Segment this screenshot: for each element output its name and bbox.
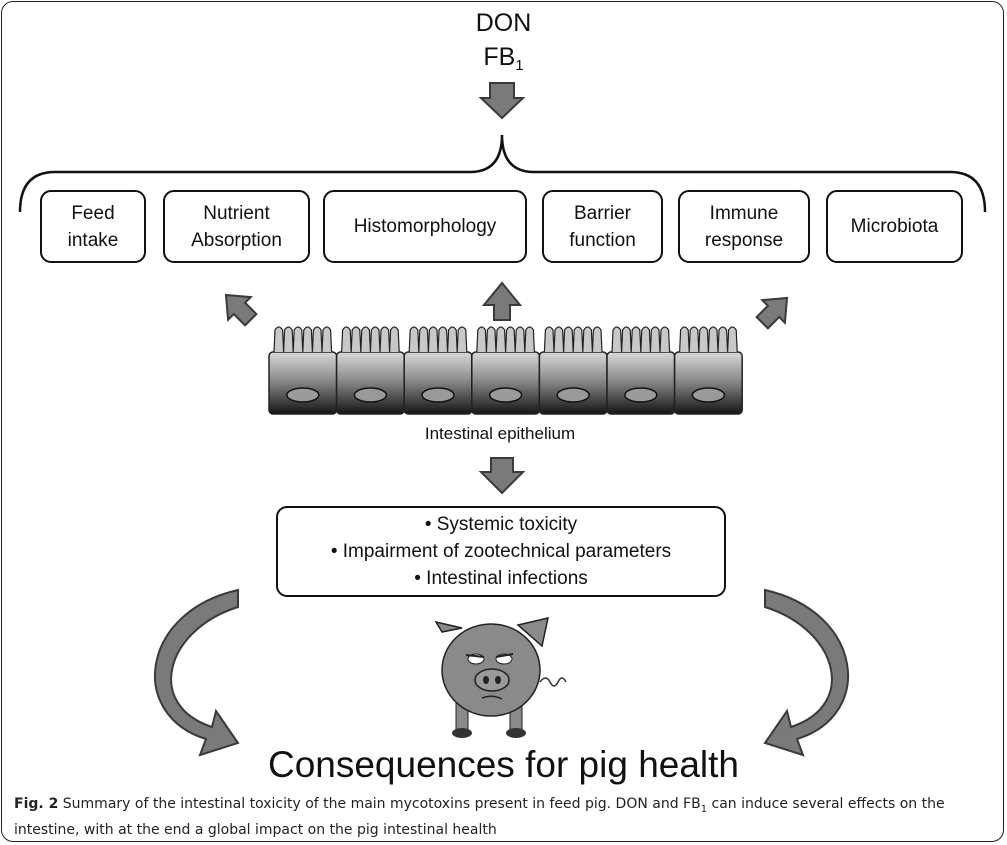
caption-label: Fig. 2: [14, 796, 59, 812]
effect-label: Histomorphology: [353, 216, 497, 237]
microvilli: [611, 326, 671, 353]
effect-label: intake: [67, 229, 119, 251]
up-arrow-icon: [481, 281, 523, 321]
effect-label: Feed: [71, 202, 115, 224]
microvilli: [341, 326, 400, 353]
cell-nucleus: [556, 387, 590, 403]
effect-box-microbiota: Microbiota: [826, 190, 963, 263]
epithelial-cell: [268, 351, 338, 415]
consequence-item: • Intestinal infections: [414, 568, 588, 589]
microvilli: [476, 326, 535, 353]
epithelial-cell: [471, 351, 541, 415]
sick-pig-illustration: [434, 617, 567, 738]
cell-nucleus: [691, 387, 726, 403]
epithelial-cell: [673, 351, 743, 415]
epithelial-cell: [606, 351, 676, 415]
consequences-box: • Systemic toxicity • Impairment of zoot…: [276, 506, 726, 597]
effect-box-histomorphology: Histomorphology: [323, 190, 527, 263]
figure-caption: Fig. 2 Summary of the intestinal toxicit…: [14, 794, 999, 841]
effect-label: Microbiota: [850, 216, 939, 237]
toxin-don-label: DON: [475, 9, 532, 37]
microvilli: [543, 326, 603, 353]
intestinal-epithelium-cells: [268, 326, 743, 415]
down-arrow-icon: [478, 82, 526, 120]
effect-label: Nutrient: [203, 202, 270, 224]
curved-arrow-right-icon: [763, 588, 849, 757]
microvilli: [273, 326, 333, 353]
effect-label: Absorption: [191, 229, 282, 251]
caption-text-end: can induce several effects on the intest…: [14, 796, 945, 838]
effect-box-feed-intake: Feed intake: [40, 190, 146, 263]
cell-nucleus: [488, 387, 523, 403]
epithelium-label: Intestinal epithelium: [424, 424, 576, 443]
epithelial-cell: [403, 351, 473, 415]
microvilli: [408, 326, 468, 353]
consequence-item: • Systemic toxicity: [424, 514, 578, 535]
toxin-fb1-label: FB1: [0, 42, 1007, 81]
effect-label: response: [704, 229, 784, 251]
microvilli: [679, 326, 738, 353]
up-left-arrow-icon: [224, 293, 258, 327]
caption-text: Summary of the intestinal toxicity of th…: [58, 796, 701, 812]
effect-label: Immune: [709, 202, 779, 224]
effect-box-barrier-function: Barrier function: [542, 190, 663, 263]
epithelial-cell: [538, 351, 608, 415]
epithelial-cell: [335, 351, 405, 415]
brace-bracket: [18, 134, 987, 213]
up-right-arrow-icon: [755, 296, 789, 330]
consequence-item: • Impairment of zootechnical parameters: [330, 541, 672, 562]
toxin-fb-text: FB: [483, 43, 516, 71]
cell-nucleus: [353, 387, 388, 403]
cell-nucleus: [421, 387, 455, 403]
cell-nucleus: [286, 387, 320, 403]
effect-label: function: [569, 229, 636, 251]
effect-box-immune-response: Immune response: [678, 190, 810, 263]
curved-arrow-left-icon: [154, 588, 240, 757]
health-consequences-title: Consequences for pig health: [267, 744, 740, 785]
cell-nucleus: [624, 387, 658, 403]
toxin-fb-subscript: 1: [515, 57, 524, 74]
effect-label: Barrier: [573, 202, 631, 224]
down-arrow-middle-icon: [478, 457, 526, 495]
caption-subscript: 1: [700, 803, 708, 815]
